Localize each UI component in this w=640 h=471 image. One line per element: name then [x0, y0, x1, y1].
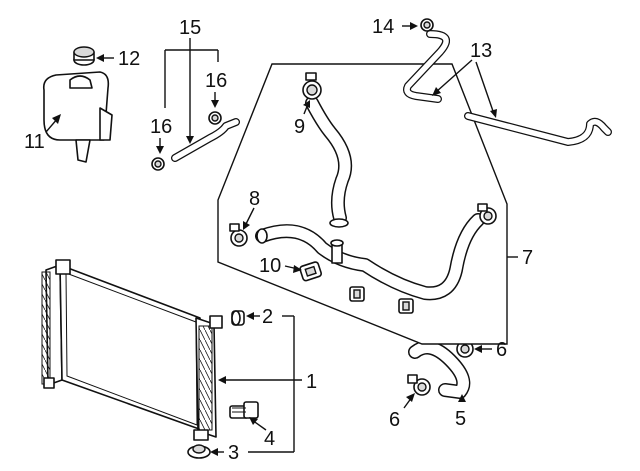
callout-11: 11	[24, 131, 45, 153]
reservoir-cap	[73, 46, 95, 66]
callout-6-upper: 6	[496, 339, 507, 361]
drain-valve	[229, 401, 259, 419]
bypass-hose	[408, 340, 471, 399]
heater-hose-lower	[464, 112, 612, 146]
callout-4: 4	[264, 428, 275, 450]
callout-16-upper: 16	[205, 70, 227, 92]
heater-hose-upper	[403, 30, 450, 103]
lower-radiator-hose	[255, 213, 485, 301]
overflow-hose-clamp-b	[151, 157, 165, 171]
callout-5: 5	[455, 408, 466, 430]
callout-2: 2	[262, 306, 273, 328]
overflow-hose	[171, 118, 240, 162]
callout-14: 14	[372, 16, 394, 38]
callout-1: 1	[306, 371, 317, 393]
radiator-hose-kit-panel	[217, 63, 508, 345]
callout-6-lower: 6	[389, 409, 400, 431]
heater-hose-clamp	[420, 18, 434, 32]
hose-clamp-9	[302, 72, 322, 100]
radiator-lower-mount	[187, 444, 211, 459]
radiator	[41, 259, 223, 441]
callout-9: 9	[294, 116, 305, 138]
callout-labels: 1 2 3 4 5 6 6 7 8 9 10 11 12 13 14 15 16…	[24, 16, 533, 464]
callout-13: 13	[470, 40, 492, 62]
callout-12: 12	[118, 48, 140, 70]
callout-8: 8	[249, 188, 260, 210]
leader-lines	[45, 22, 518, 456]
callout-10: 10	[259, 255, 281, 277]
callout-7: 7	[522, 247, 533, 269]
hose-bracket-b	[398, 298, 414, 314]
hose-clamp-right	[477, 203, 497, 225]
hose-clamp-8	[229, 223, 248, 247]
overflow-hose-clamp-a	[208, 111, 222, 125]
coolant-reservoir	[42, 71, 113, 163]
callout-16-lower: 16	[150, 116, 172, 138]
radiator-bushing	[231, 310, 245, 326]
callout-3: 3	[228, 442, 239, 464]
callout-15: 15	[179, 17, 201, 39]
hose-bracket-a	[349, 286, 365, 302]
hose-clamp-lower	[407, 374, 431, 396]
upper-radiator-hose	[305, 96, 352, 228]
hose-insulator	[299, 261, 323, 282]
